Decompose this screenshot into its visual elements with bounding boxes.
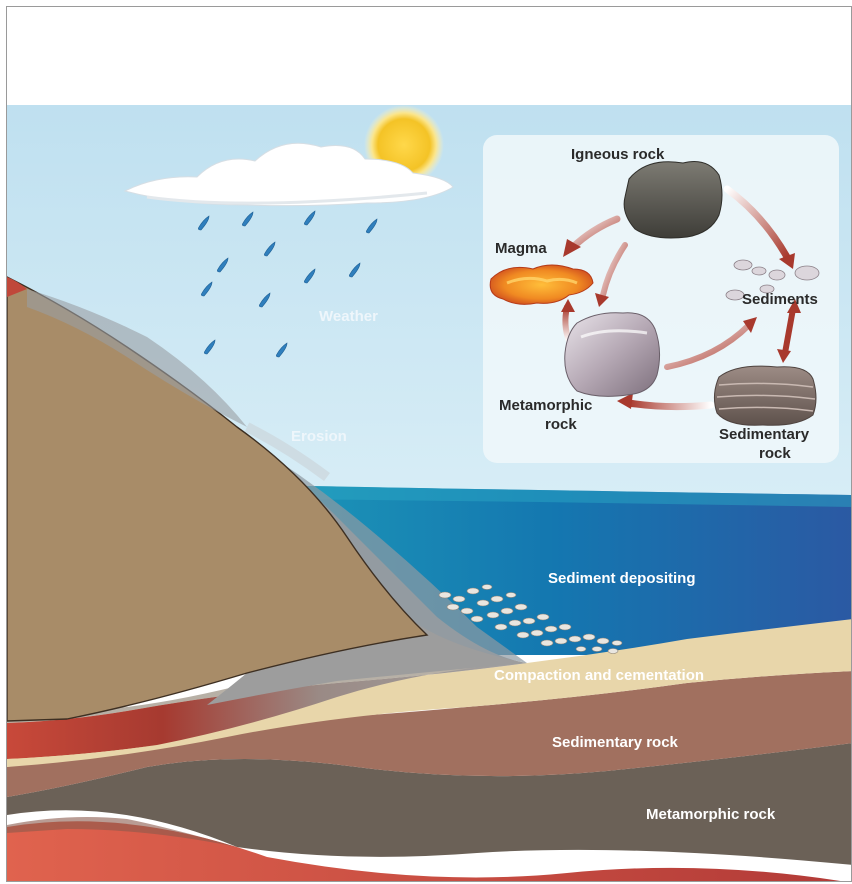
weather-label: Weather xyxy=(319,308,378,325)
raindrop-icon xyxy=(201,281,213,297)
raindrop-icon xyxy=(304,210,316,226)
raindrop-icon xyxy=(349,262,361,278)
raindrop-icon xyxy=(304,268,316,284)
metamorphic-highlight xyxy=(580,329,648,339)
red-layer xyxy=(7,663,527,759)
arrow-head xyxy=(617,393,633,409)
compaction-label: Compaction and cementation xyxy=(494,667,704,684)
raindrops xyxy=(198,210,378,358)
arrow-head xyxy=(779,253,795,269)
arrow-head xyxy=(561,299,575,312)
magma-highlight xyxy=(506,276,578,285)
sedimentary-rock-label: Sedimentary rock xyxy=(552,734,679,751)
raindrop-icon xyxy=(217,257,229,273)
diagram-frame: Weather Erosion Sediment depositing Comp… xyxy=(6,6,852,882)
metamorphic-label-line2: rock xyxy=(545,416,577,433)
top-margin xyxy=(7,7,851,105)
magma-layer xyxy=(7,821,841,881)
igneous-rock-label: Igneous rock xyxy=(571,146,665,163)
magma-icon xyxy=(489,264,594,305)
metamorphic-rock-icon xyxy=(564,312,661,397)
arrow-igneous-to-sediments xyxy=(723,185,791,261)
raindrop-icon xyxy=(259,292,271,308)
rock-cycle-inset: Igneous rock Magma Sediments Metamorphic… xyxy=(483,135,839,463)
raindrop-icon xyxy=(276,342,288,358)
sea-surface xyxy=(257,485,851,507)
raindrop-icon xyxy=(198,215,210,231)
metamorphic-rock-label: Metamorphic rock xyxy=(646,806,776,823)
raindrop-icon xyxy=(264,241,276,257)
sedimentary-layer xyxy=(7,671,851,797)
sediments-icon xyxy=(725,259,820,301)
raindrop-icon xyxy=(242,211,254,227)
arrow-igneous-to-metamorphic xyxy=(600,242,628,298)
metamorphic-label-line1: Metamorphic xyxy=(499,397,592,414)
arrow-sediments-sedimentary xyxy=(782,306,796,356)
igneous-rock-icon xyxy=(623,161,723,239)
cloud-icon xyxy=(123,142,454,207)
arrow-igneous-to-magma xyxy=(569,215,621,251)
arrow-head xyxy=(563,239,581,257)
rock-cycle-diagram: Weather Erosion Sediment depositing Comp… xyxy=(7,7,851,881)
arrow-head xyxy=(787,299,801,313)
arrow-head xyxy=(777,349,791,363)
cliff-edge-grey xyxy=(27,289,247,427)
sediment-depositing-label: Sediment depositing xyxy=(548,570,696,587)
raindrop-icon xyxy=(204,339,216,355)
magma-label: Magma xyxy=(495,240,547,257)
arrow-metamorphic-to-sediments xyxy=(664,322,752,370)
erosion-stream xyxy=(244,422,330,482)
cliff-top-red xyxy=(7,277,27,297)
arrow-head xyxy=(743,317,757,333)
sediments-label: Sediments xyxy=(742,291,818,308)
sedimentary-label-line2: rock xyxy=(759,445,791,462)
sand-sliver xyxy=(7,745,157,767)
sedimentary-label-line1: Sedimentary xyxy=(719,426,810,443)
arrow-head xyxy=(595,293,609,307)
pebbles xyxy=(438,584,623,654)
sedimentary-wedge xyxy=(7,817,237,847)
sedimentary-rock-icon xyxy=(713,365,817,426)
raindrop-icon xyxy=(366,218,378,234)
metamorphic-layer xyxy=(7,743,851,865)
arrow-sedimentary-to-metamorphic xyxy=(625,399,715,411)
erosion-label: Erosion xyxy=(291,428,347,445)
